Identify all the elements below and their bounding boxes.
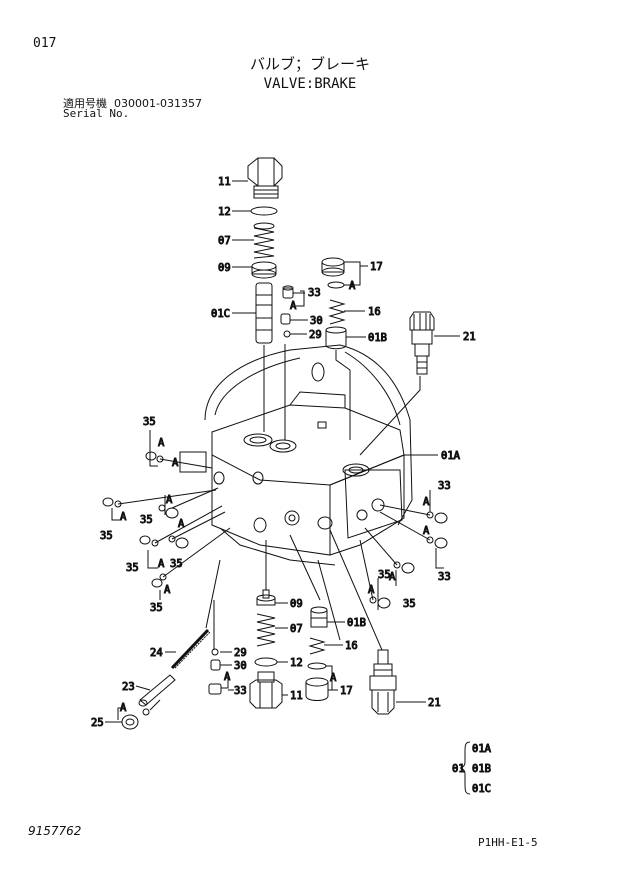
label-01B-bottom: 01B: [347, 617, 366, 629]
part-01B-top[interactable]: [325, 326, 347, 350]
label-A-35-i: A: [368, 584, 375, 596]
page-code: P1HH-E1-5: [478, 836, 538, 849]
legend-child-01A: 01A: [472, 743, 492, 755]
label-35-f: 35: [150, 602, 163, 614]
part-29-top[interactable]: [283, 330, 291, 338]
part-30-top[interactable]: [280, 313, 291, 325]
serial-label-jp-text: 適用号機: [63, 97, 107, 110]
label-33-top: 33: [308, 287, 321, 299]
part-12-oring-bottom[interactable]: [254, 657, 278, 667]
label-07-bottom: 07: [290, 623, 303, 635]
part-17-plug-bottom[interactable]: [305, 677, 329, 701]
label-24: 24: [150, 647, 163, 659]
document-number: 9157762: [28, 824, 82, 838]
label-17-bottom: 17: [340, 685, 353, 697]
label-21-top: 21: [463, 331, 476, 343]
label-11-top: 11: [218, 176, 231, 188]
label-35-h: 35: [403, 598, 416, 610]
label-30-bottom: 30: [234, 660, 247, 672]
label-35-g: 35: [378, 569, 391, 581]
label-A-35-b: A: [172, 457, 179, 469]
label-A-17-top: A: [349, 280, 356, 292]
label-01A: 01A: [441, 450, 461, 462]
label-29-bottom: 29: [234, 647, 247, 659]
label-A-35-c: A: [166, 494, 173, 506]
part-24-spring-rod[interactable]: [170, 628, 211, 670]
label-33-bottom: 33: [234, 685, 247, 697]
label-33-a: 33: [438, 480, 451, 492]
part-23-pin[interactable]: [138, 674, 176, 707]
label-12-bottom: 12: [290, 657, 303, 669]
label-33-b: 33: [438, 571, 451, 583]
assembly-legend: 01 01A 01B 01C: [452, 741, 492, 796]
label-A-33-a: A: [423, 496, 430, 508]
label-A-35-e: A: [178, 518, 185, 530]
label-16-bottom: 16: [345, 640, 358, 652]
serial-label-english: Serial No.: [63, 107, 130, 120]
label-21-bottom: 21: [428, 697, 441, 709]
part-21-cartridge-bottom[interactable]: [369, 649, 397, 715]
part-07-spring-bottom[interactable]: [256, 613, 276, 647]
label-A-33-bottom: A: [224, 671, 231, 683]
part-oring-17-bottom[interactable]: [307, 662, 327, 670]
label-A-33-b: A: [423, 525, 430, 537]
serial-range: 030001-031357: [114, 97, 202, 110]
label-29-top: 29: [309, 329, 322, 341]
page-number: 017: [33, 36, 57, 51]
label-35-b: 35: [140, 514, 153, 526]
part-17-plug-top[interactable]: [321, 257, 345, 289]
label-17-top: 17: [370, 261, 383, 273]
label-A-35-h: A: [389, 571, 396, 583]
label-01C: 01C: [211, 308, 230, 320]
part-16-spring-bottom[interactable]: [308, 637, 326, 655]
label-09-top: 09: [218, 262, 231, 274]
label-35-d: 35: [170, 558, 183, 570]
label-35-a: 35: [143, 416, 156, 428]
part-09-seat-top[interactable]: [251, 261, 277, 279]
part-07-spring-top[interactable]: [253, 222, 275, 259]
label-30-top: 30: [310, 315, 323, 327]
label-07-top: 07: [218, 235, 231, 247]
label-11-bottom: 11: [290, 690, 303, 702]
title-japanese: バルブ；ブレーキ: [249, 55, 370, 73]
part-01B-bottom[interactable]: [310, 606, 328, 628]
label-A-33-top: A: [290, 300, 297, 312]
label-23: 23: [122, 681, 135, 693]
label-01B-top: 01B: [368, 332, 387, 344]
part-29-30-33-bottom[interactable]: [208, 648, 222, 695]
label-35-e: 35: [126, 562, 139, 574]
serial-label-japanese: 適用号機 030001-031357: [63, 95, 202, 111]
label-A-35-g: A: [164, 584, 171, 596]
part-21-cartridge-top[interactable]: [409, 311, 435, 375]
label-A-17-bottom: A: [330, 672, 337, 684]
part-16-spring-top[interactable]: [328, 299, 346, 325]
part-12-oring-top[interactable]: [250, 206, 278, 216]
part-11-plug-top[interactable]: [247, 157, 283, 199]
part-09-seat-bottom[interactable]: [256, 589, 276, 606]
valve-body-01A[interactable]: [204, 344, 413, 566]
label-A-25: A: [120, 702, 127, 714]
title-english: VALVE:BRAKE: [263, 76, 357, 92]
callout-labels: 11 12 07 09 01C 33 A 30 29 17 A 16 01B 2…: [91, 176, 477, 730]
label-25: 25: [91, 717, 104, 729]
label-16-top: 16: [368, 306, 381, 318]
part-33-top[interactable]: [282, 285, 294, 299]
label-A-35-d: A: [120, 511, 127, 523]
label-35-c: 35: [100, 530, 113, 542]
label-09-bottom: 09: [290, 598, 303, 610]
legend-child-01B: 01B: [472, 763, 491, 775]
part-01C-spool[interactable]: [255, 282, 273, 344]
leader-lines: [105, 180, 460, 723]
label-12-top: 12: [218, 206, 231, 218]
legend-parent: 01: [452, 763, 465, 775]
label-A-35-f: A: [158, 558, 165, 570]
label-A-35-a: A: [158, 437, 165, 449]
legend-child-01C: 01C: [472, 783, 491, 795]
part-11-plug-bottom[interactable]: [249, 671, 283, 709]
